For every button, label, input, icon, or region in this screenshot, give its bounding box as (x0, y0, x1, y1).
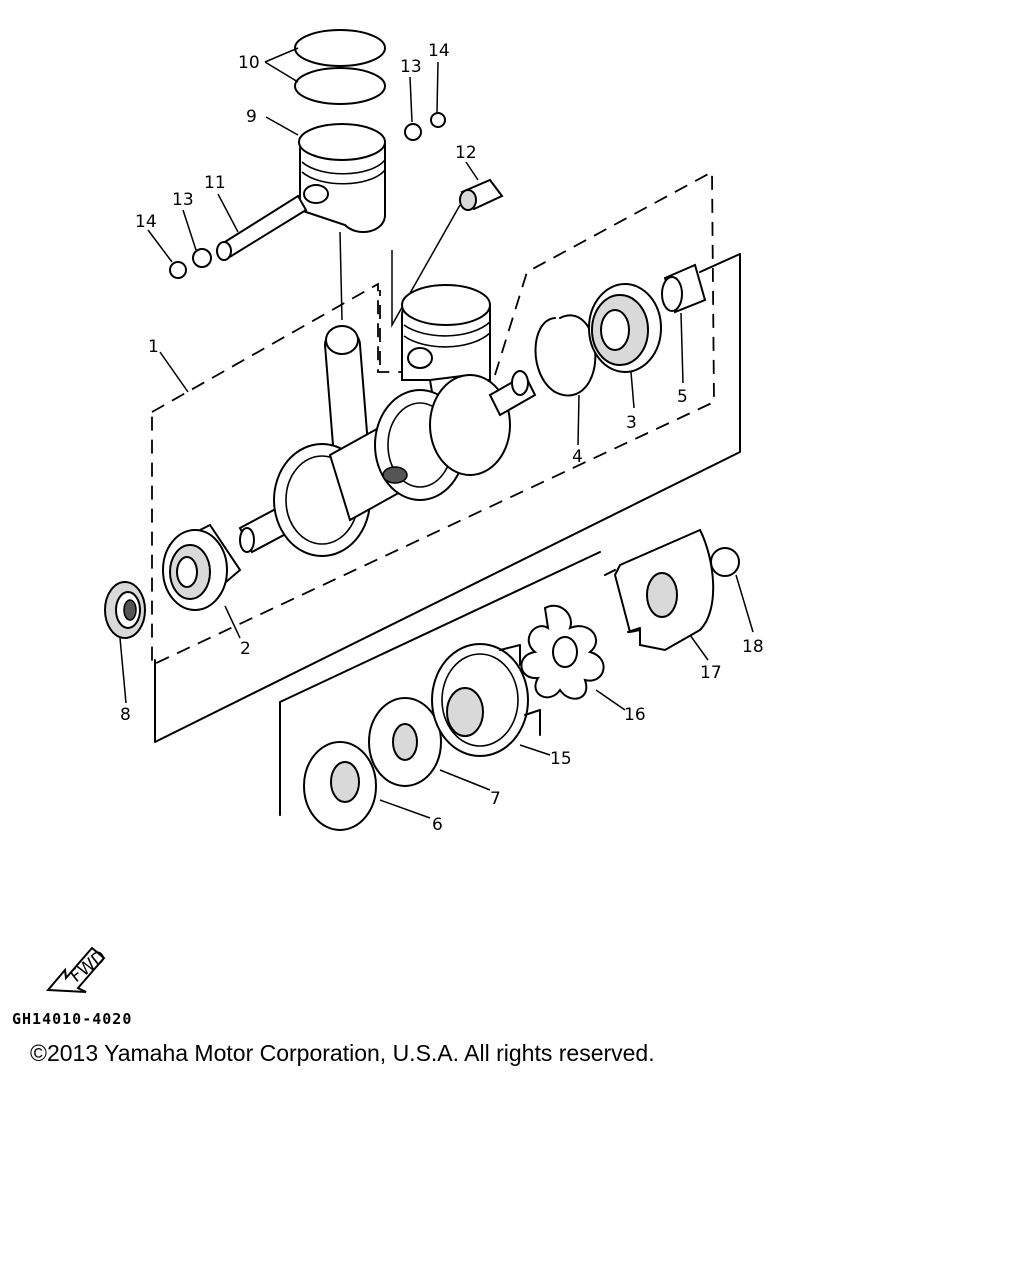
plate-7 (368, 697, 442, 787)
coupling-17 (604, 528, 715, 652)
coupling-15 (431, 643, 541, 757)
installed-piston (401, 284, 491, 381)
callout-14-right: 14 (428, 41, 450, 61)
callout-1: 1 (148, 337, 159, 357)
callout-2: 2 (240, 639, 251, 659)
reference-code: GH14010-4020 (12, 1010, 133, 1028)
crankshaft (238, 370, 537, 557)
needle-bearing (459, 178, 504, 211)
callout-9: 9 (246, 107, 257, 127)
collar-6 (303, 741, 377, 831)
main-bearing-right (588, 283, 662, 373)
piston-to-rod-guide (339, 204, 461, 328)
fwd-arrow-icon: FWD (45, 946, 110, 993)
washer-13-left (192, 248, 212, 268)
callout-4: 4 (572, 447, 583, 467)
collar (661, 263, 707, 314)
piston (298, 123, 386, 234)
callout-3: 3 (626, 413, 637, 433)
callout-17: 17 (700, 663, 722, 683)
callout-18: 18 (742, 637, 764, 657)
circlip-14-right (430, 112, 446, 128)
damper-16 (520, 604, 605, 700)
callout-8: 8 (120, 705, 131, 725)
callout-13-right: 13 (400, 57, 422, 77)
circlip-ring (534, 314, 597, 397)
callout-10: 10 (238, 53, 260, 73)
main-bearing-left (162, 523, 242, 611)
leader-lines (119, 47, 754, 819)
assembly-1-outline (151, 170, 715, 667)
callout-11: 11 (204, 173, 226, 193)
piston-rings (294, 29, 386, 105)
oil-seal (104, 581, 146, 639)
copyright-notice: ©2013 Yamaha Motor Corporation, U.S.A. A… (30, 1040, 655, 1066)
coupling-group-border (279, 551, 601, 703)
washer-13-right (404, 123, 422, 141)
callout-12: 12 (455, 143, 477, 163)
circlip-14-left (169, 261, 187, 279)
callout-5: 5 (677, 387, 688, 407)
callout-7: 7 (490, 789, 501, 809)
coupling-group-outline (154, 253, 741, 816)
callout-14-left: 14 (135, 212, 157, 232)
callout-15: 15 (550, 749, 572, 769)
callout-6: 6 (432, 815, 443, 835)
piston-pin (216, 194, 308, 261)
callout-16: 16 (624, 705, 646, 725)
callout-13-left: 13 (172, 190, 194, 210)
washer-18 (710, 547, 740, 577)
